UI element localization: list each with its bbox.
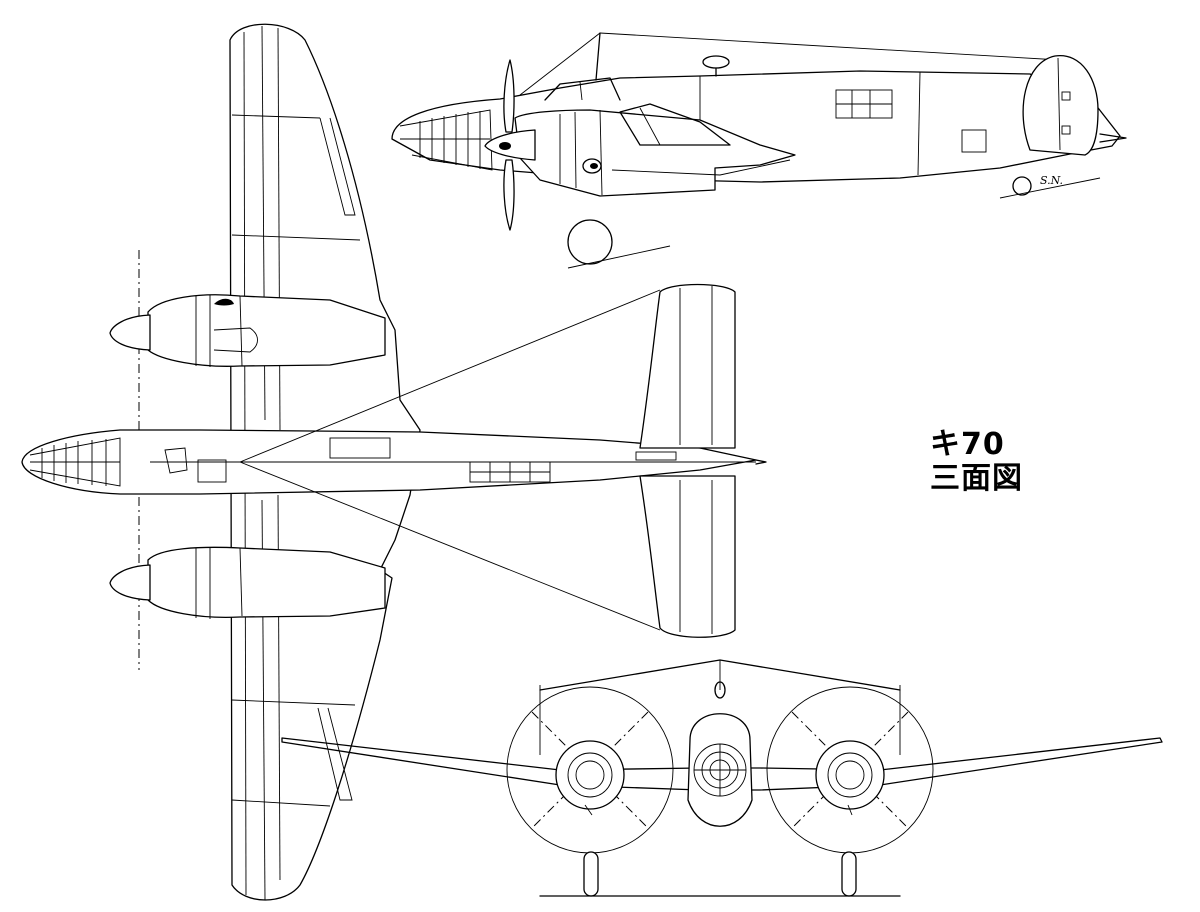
top-engine-nacelle-upper [147,294,386,367]
front-landing-gear-right [841,851,857,897]
aircraft-designation: キ70 [930,427,1005,462]
side-rear-windows [835,89,987,153]
top-antenna-wire-upper [239,289,661,463]
top-spinner-lower [109,564,151,601]
top-spinner-upper [109,314,151,351]
top-cockpit [197,459,227,483]
side-engine-nacelle [514,109,796,197]
side-propeller-blade-lower [503,159,515,231]
aileron-left [319,117,356,216]
top-nose-glazing [29,437,121,487]
aileron-right [317,707,353,801]
front-engine-left [555,740,625,810]
top-horizontal-tail-lower [639,475,736,638]
drawing-caption: 三面図 [930,461,1023,496]
prop-disc-reference [567,219,613,265]
drawing-title: キ70 三面図 [930,428,1023,496]
side-canopy [544,77,621,101]
front-landing-gear-left [583,851,599,897]
antenna-mast [595,32,601,81]
side-reference-circle [1012,176,1032,196]
front-engine-right [815,740,885,810]
top-antenna-wire-lower [239,461,661,631]
top-engine-nacelle-lower [147,546,386,618]
artist-signature: S.N. [1040,174,1064,187]
top-wing [229,23,421,901]
side-propeller-blade-upper [503,59,515,133]
antenna-wire [599,32,1061,61]
side-tail-fin [1022,55,1099,156]
side-nose-glazing [399,109,493,171]
top-horizontal-tail-upper [639,283,736,449]
side-fuselage [391,70,1121,183]
